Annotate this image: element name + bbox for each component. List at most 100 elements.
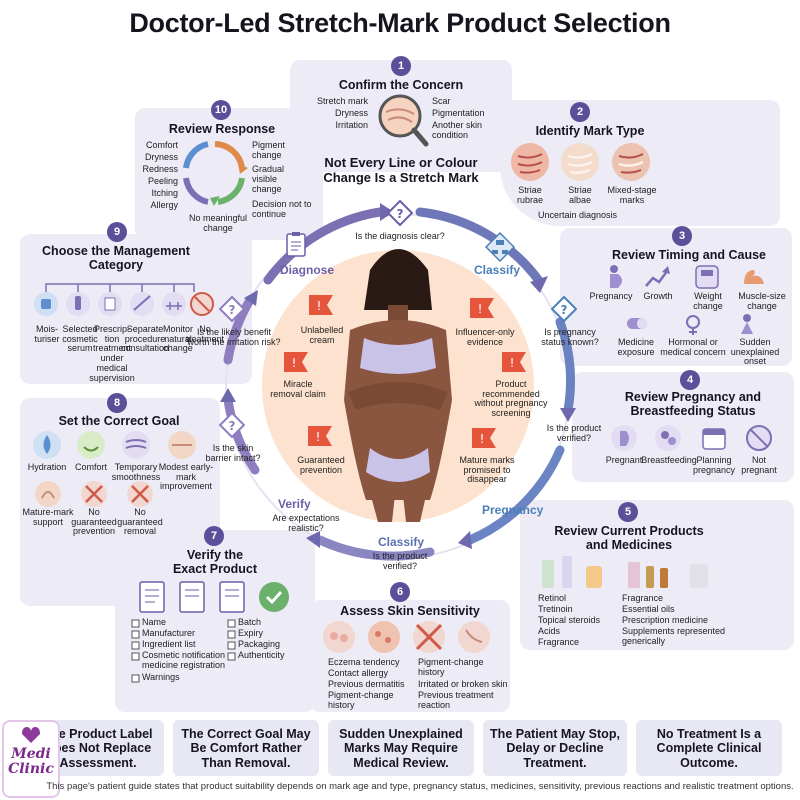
step-6-left-1: Contact allergy <box>328 668 389 678</box>
step-4-number: 4 <box>680 370 700 390</box>
footnote: This page's patient guide states that pr… <box>46 781 794 792</box>
warning-mature-marks: Mature marks promised to disappear <box>459 455 515 485</box>
svg-text:?: ? <box>397 207 404 221</box>
pregnancy-icon <box>610 265 622 288</box>
step-1-right-1: Pigmentation <box>432 108 485 118</box>
step-9-item-4: Monitor natural change <box>162 324 193 354</box>
step-1-left-2: Irritation <box>335 120 368 130</box>
step-4-item-3: Not pregnant <box>741 455 777 475</box>
step-7-right-1: Expiry <box>238 628 264 638</box>
step-3-item-5: Hormonal or medical concern <box>660 337 726 357</box>
step-10-number: 10 <box>211 100 231 120</box>
step-5-title: Review Current Products and Medicines <box>554 524 704 553</box>
step-5-left-0: Retinol <box>538 593 567 603</box>
footer-box-3: Sudden Unexplained Marks May Require Med… <box>328 720 474 776</box>
step-4-item-0: Pregnant <box>605 455 643 465</box>
growth-icon <box>645 266 670 287</box>
step-2-extra: Uncertain diagnosis <box>538 210 618 220</box>
step-10-left-5: Allergy <box>150 200 178 210</box>
step-5-right-1: Essential oils <box>622 604 675 614</box>
question-product-verified: Is the product verified? <box>546 423 602 443</box>
step-5-left-1: Tretinoin <box>538 604 573 614</box>
management-tree-icons <box>34 283 214 316</box>
question-pregnancy-known: Is pregnancy status known? <box>541 327 599 347</box>
step-2-type-2: Mixed-stage marks <box>607 185 657 205</box>
step-2-type-0: Striae rubrae <box>516 185 543 205</box>
warning-flag-icon: ! <box>502 352 526 372</box>
weight-scale-icon <box>695 265 719 289</box>
striae-rubrae-icon <box>511 143 549 181</box>
step-9-title: Choose the Management Category <box>42 244 190 273</box>
step-2-type-1: Striae albae <box>568 185 592 205</box>
document-icons <box>139 581 289 613</box>
step-5-right-0: Fragrance <box>622 593 664 603</box>
step-7-left-0: Name <box>142 617 167 627</box>
step-5-left-2: Topical steroids <box>538 615 601 625</box>
step-1-title: Confirm the Concern <box>338 78 464 92</box>
step-8-item-4: Mature-mark support <box>22 507 74 527</box>
step-8-item-6: No guaranteed removal <box>117 507 163 537</box>
warning-influencer: Influencer-only evidence <box>455 327 515 347</box>
step-3-item-2: Weight change <box>693 291 723 311</box>
step-8-item-1: Comfort <box>74 462 107 472</box>
warning-flag-icon: ! <box>308 426 332 446</box>
step-10-right-1: Gradual visible change <box>252 164 285 194</box>
step-9-item-0: Mois-turiser <box>34 324 60 344</box>
step-3-number: 3 <box>672 226 692 246</box>
footer-box-2: The Correct Goal May Be Comfort Rather T… <box>173 720 319 776</box>
step-10-title: Review Response <box>168 122 276 136</box>
svg-text:?: ? <box>561 303 568 317</box>
decision-diamond-icon: ? <box>387 200 413 226</box>
step-1-right-0: Scar <box>432 96 451 106</box>
step-8-item-5: No guaranteed prevention <box>71 507 117 537</box>
figure-illustration <box>344 249 452 522</box>
step-4-item-1: Breastfeeding <box>641 455 697 465</box>
decision-diamond-icon: ? <box>219 412 245 438</box>
step-7-left-2: Ingredient list <box>142 639 196 649</box>
step-7-left-3: Cosmetic notification or medicine regist… <box>142 650 236 670</box>
decision-diamond-icon: ? <box>219 296 245 322</box>
step-6-left-3: Pigment-change history <box>328 690 394 710</box>
flowchart-icon <box>485 232 515 262</box>
svg-text:?: ? <box>229 303 236 317</box>
products-bottles-icon <box>542 556 708 588</box>
step-6-left-2: Previous dermatitis <box>328 679 405 689</box>
step-5-number: 5 <box>618 502 638 522</box>
step-6-right-0: Pigment-change history <box>418 657 484 677</box>
svg-text:!: ! <box>480 432 485 446</box>
step-3-title: Review Timing and Cause <box>612 248 766 262</box>
step-8-title: Set the Correct Goal <box>58 414 180 428</box>
step-5-right-3: Supplements represented generically <box>622 626 726 646</box>
svg-text:!: ! <box>478 302 483 316</box>
ring-label-classify: Classify <box>474 263 521 277</box>
cycle-arrows-icon <box>183 141 248 206</box>
pregnant-icon <box>611 425 637 451</box>
step-1-number: 1 <box>391 56 411 76</box>
logo-heart-icon <box>22 727 40 743</box>
step-7-number: 7 <box>204 526 224 546</box>
step-6-title: Assess Skin Sensitivity <box>340 604 480 618</box>
magnifier-skin-icon <box>378 94 429 147</box>
medi-clinic-logo: Medi Clinic <box>2 720 60 798</box>
calendar-icon <box>702 428 726 450</box>
question-expectations: Are expectations realistic? <box>272 513 340 533</box>
step-7-title: Verify the Exact Product <box>172 548 258 577</box>
warning-unlabelled-cream: Unlabelled cream <box>300 325 344 345</box>
svg-text:!: ! <box>292 356 297 370</box>
step-9-item-3: Separate procedure consultation <box>120 324 170 354</box>
clipboard-icon <box>286 232 306 257</box>
warning-no-pregnancy-screening: Product recommended without pregnancy sc… <box>474 379 548 419</box>
step-4-title: Review Pregnancy and Breastfeeding Statu… <box>624 390 762 419</box>
warning-flag-icon: ! <box>472 428 496 448</box>
step-9-item-1: Selected cosmetic serum <box>62 324 98 354</box>
step-1-left-1: Dryness <box>334 108 368 118</box>
svg-text:!: ! <box>317 299 322 313</box>
step-6-number: 6 <box>390 582 410 602</box>
breastfeeding-icon <box>655 425 681 451</box>
step-10-left-0: Comfort <box>145 140 178 150</box>
step-10-left-2: Redness <box>142 164 178 174</box>
decision-diamond-icon: ? <box>551 296 577 322</box>
step-5-left-4: Fragrance <box>538 637 580 647</box>
step-8-item-2: Temporary smoothness <box>111 462 161 482</box>
step-7-left-1: Manufacturer <box>142 628 196 638</box>
